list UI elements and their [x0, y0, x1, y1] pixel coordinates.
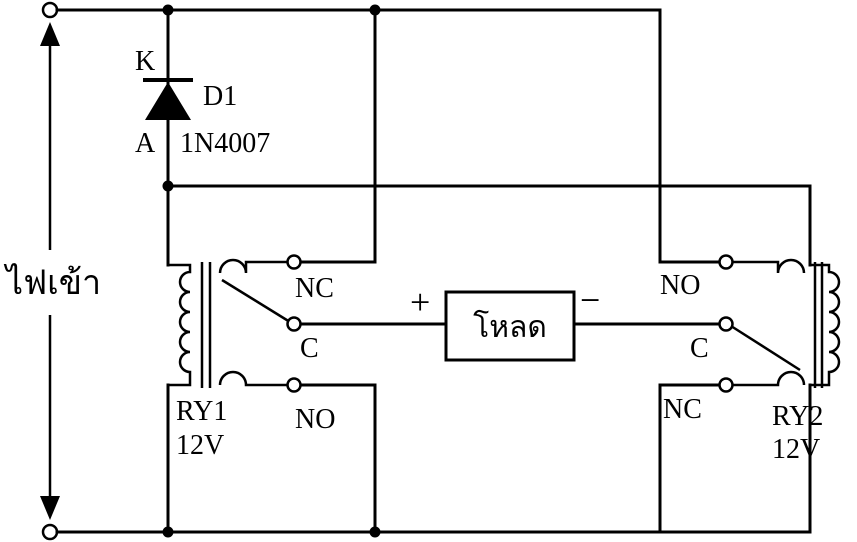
load-minus-sign: − — [580, 280, 600, 320]
ry1-no-label: NO — [295, 404, 335, 435]
ry1-name: RY1 — [176, 396, 227, 427]
ry2-no-label: NO — [660, 270, 700, 301]
relay-ry2 — [718, 254, 841, 393]
ry2-voltage: 12V — [772, 434, 820, 465]
ry1-c-label: C — [300, 333, 319, 364]
ry2-name: RY2 — [772, 401, 823, 432]
diode-name: D1 — [203, 81, 237, 112]
ry1-nc-label: NC — [295, 273, 334, 304]
ry2-c-label: C — [690, 333, 709, 364]
diode-symbol-icon — [145, 82, 191, 120]
coil-icon — [810, 263, 841, 387]
input-label: ไฟเข้า — [3, 263, 101, 302]
arrow-down-icon — [40, 496, 60, 520]
input-voltage-arrow — [40, 22, 60, 520]
supply-terminals — [41, 1, 662, 541]
diode-anode-label: A — [135, 128, 156, 159]
load-plus-sign: + — [410, 282, 430, 322]
relay-ry1 — [168, 254, 302, 393]
wiring — [166, 8, 812, 534]
coil-icon — [168, 263, 192, 387]
ry2-nc-label: NC — [663, 394, 702, 425]
top-terminal — [41, 1, 59, 19]
arrow-up-icon — [40, 22, 60, 46]
diode-part-number: 1N4007 — [180, 128, 270, 159]
switch-arm-icon — [730, 324, 801, 372]
diode-d1 — [143, 8, 193, 188]
switch-arm-icon — [221, 278, 291, 324]
load-box — [444, 290, 576, 362]
bottom-terminal — [41, 523, 59, 541]
load-label: โหลด — [473, 309, 547, 344]
diode-cathode-label: K — [135, 46, 155, 77]
ry1-voltage: 12V — [176, 430, 224, 461]
